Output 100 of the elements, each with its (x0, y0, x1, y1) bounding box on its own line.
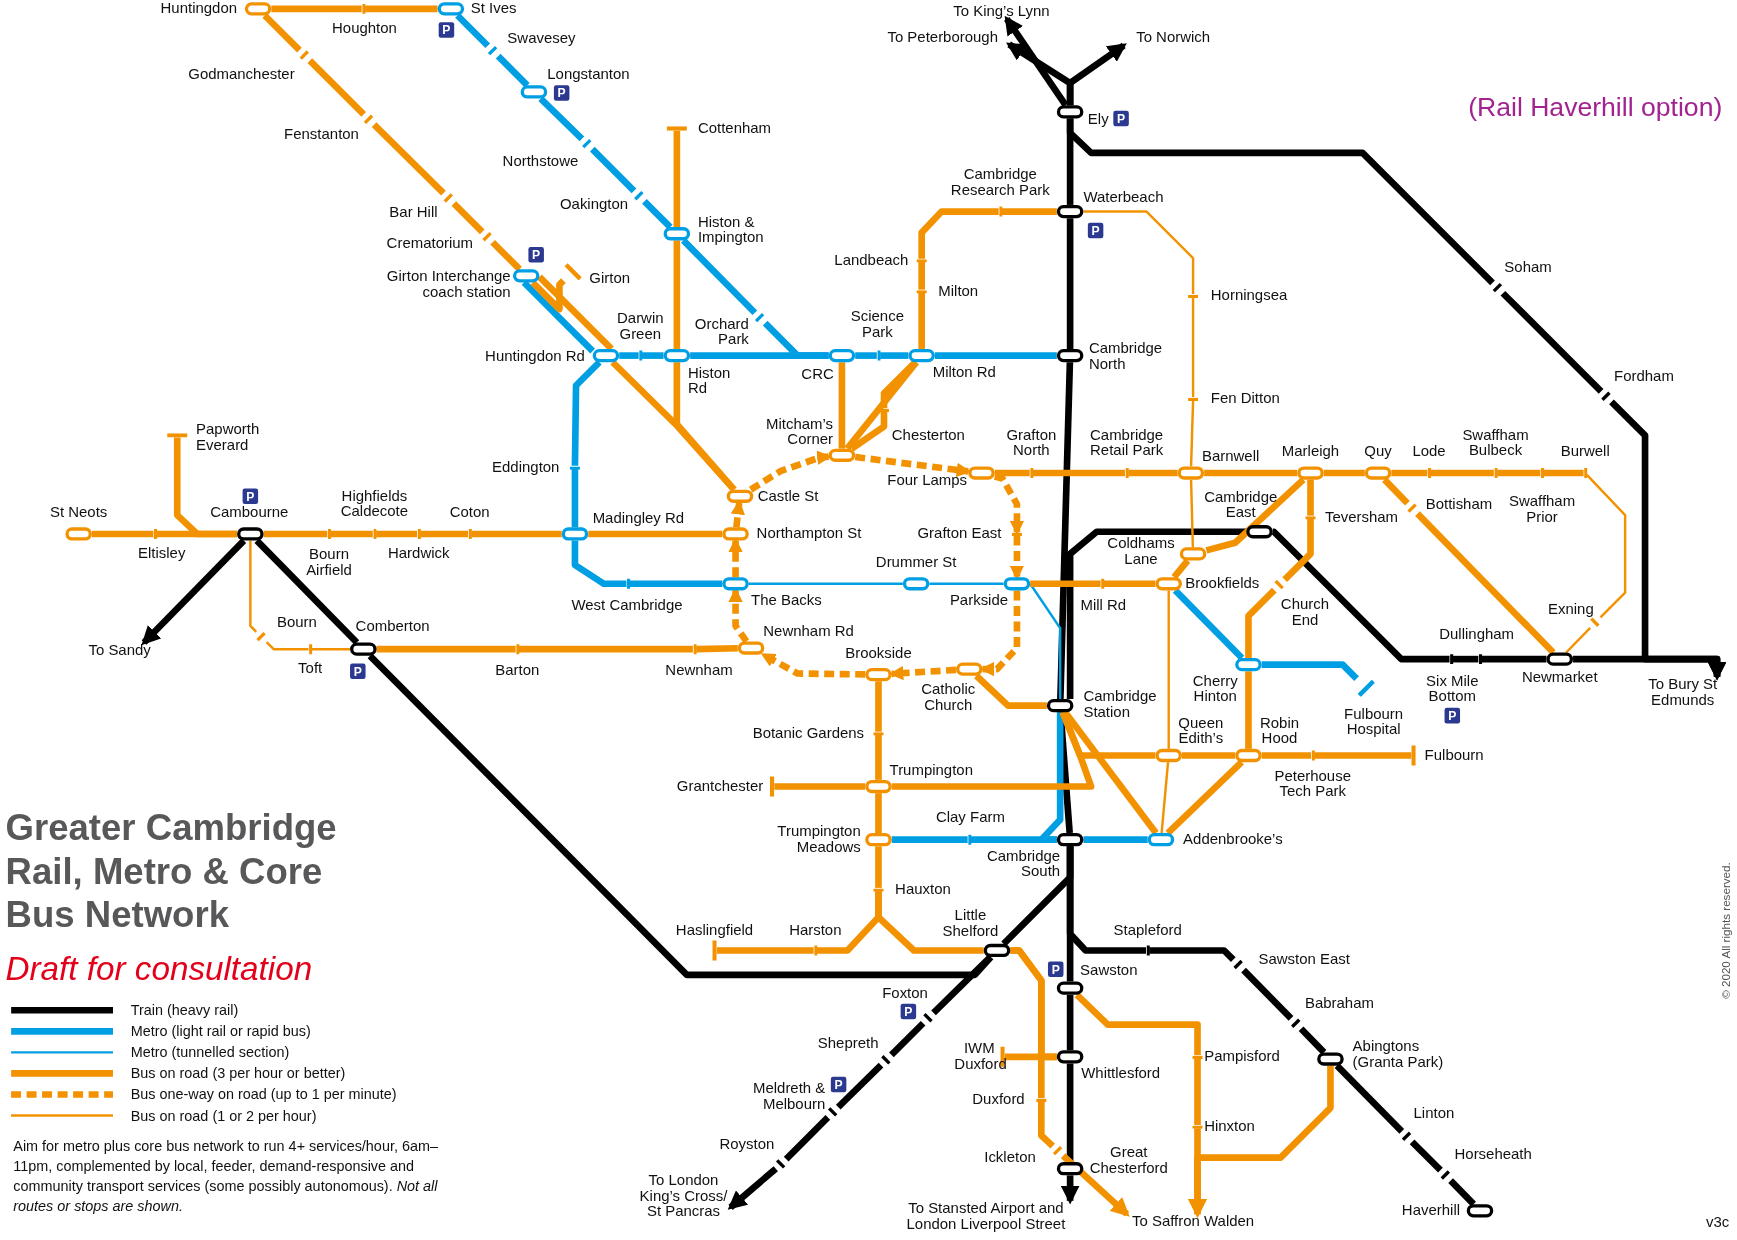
station-name: Sawston East (1258, 951, 1350, 968)
station-name: Clay Farm (935, 809, 1005, 826)
stop-tick (1233, 959, 1244, 971)
station-name: Ickleton (984, 1149, 1036, 1166)
station-marker (968, 466, 995, 480)
metro-line (642, 198, 673, 230)
bus-route-line (1171, 558, 1191, 580)
destination-label: To London King’s Cross/ St Pancras (636, 1172, 731, 1220)
station-name: Coldhams Lane (1106, 536, 1176, 568)
metro-line (1083, 836, 1148, 844)
station-name: Madingley Rd (592, 510, 685, 527)
bus-route-line (849, 411, 888, 452)
bus-route-line (1160, 762, 1170, 834)
stop-tick (482, 231, 493, 243)
stop-tick (1100, 577, 1104, 591)
station-marker (1235, 658, 1262, 672)
draft-note: Draft for consultation (5, 950, 313, 989)
bus-route-line (371, 122, 446, 196)
stop-tick (327, 527, 331, 541)
bus-route-line (265, 641, 309, 651)
metro-line (619, 352, 639, 359)
station-name: Comberton (355, 619, 430, 635)
parking-sign: P (350, 663, 366, 680)
terminus-bar (563, 262, 582, 281)
destination-label: To Norwich (1123, 29, 1223, 46)
station-marker (1235, 748, 1262, 763)
station-name: Histon Rd (687, 365, 732, 397)
stop-tick (361, 2, 365, 16)
stop-tick (308, 642, 312, 656)
rail-line (1241, 967, 1294, 1021)
station-name: Trumpington (889, 763, 973, 779)
station-marker (237, 527, 264, 541)
station-name: Huntingdon Rd (485, 348, 585, 365)
station-name: Catholic Church (920, 682, 977, 714)
station-name: Newnham (665, 662, 733, 679)
parking-sign: P (1113, 110, 1129, 127)
destination-label: To Peterborough (876, 29, 1010, 46)
bus-route-line (1191, 297, 1195, 398)
rail-line-arrow (1004, 15, 1069, 108)
station-marker (1155, 748, 1182, 763)
bus-route-line (1010, 947, 1045, 1099)
bus-route-line (974, 673, 1047, 709)
parking-sign: P (553, 85, 570, 101)
stop-tick (1440, 1170, 1451, 1181)
bus-route-line-arrow (1188, 1065, 1334, 1218)
station-marker (1056, 105, 1084, 119)
metro-line (690, 352, 829, 359)
bus-route-line (588, 530, 723, 538)
stop-tick (754, 312, 766, 324)
bus-route-line (1182, 752, 1236, 759)
station-name: Cambridge Research Park (949, 167, 1051, 199)
rail-line (1334, 1063, 1405, 1134)
stop-tick (692, 642, 697, 656)
terminus-bar (769, 774, 775, 799)
station-name: Girton Interchange coach station (385, 269, 511, 301)
metro-line (934, 352, 1057, 359)
station-name: Girton (589, 271, 631, 287)
station-name: Houghton (332, 20, 397, 37)
stop-tick (1124, 466, 1129, 480)
parking-sign: P (1047, 961, 1064, 978)
rail-line (783, 1115, 831, 1162)
station-name: Burwell (1560, 444, 1610, 460)
bus-route-line (1245, 671, 1252, 749)
stop-tick (915, 289, 929, 293)
station-marker (512, 269, 540, 283)
station-name: St Neots (49, 505, 108, 521)
destination-label: To Stansted Airport and London Liverpool Street (891, 1200, 1081, 1233)
station-name: Haslingfield (675, 922, 754, 939)
bus-route-line (774, 783, 866, 790)
station-marker (437, 2, 465, 16)
station-marker (663, 227, 691, 241)
station-name: Coton (449, 505, 490, 521)
station-name: Landbeach (834, 252, 909, 269)
stop-tick (372, 527, 377, 541)
stop-tick (1311, 748, 1315, 763)
bus-route-line (1314, 752, 1412, 759)
station-marker (1056, 981, 1084, 995)
station-name: Cambourne (210, 505, 289, 521)
station-name: Pampisford (1204, 1048, 1280, 1065)
station-marker (1056, 833, 1084, 847)
stop-tick (1583, 466, 1587, 480)
station-marker (1056, 204, 1084, 219)
bus-route-line (1261, 752, 1312, 759)
bus-route-line (307, 58, 367, 117)
station-name: Swavesey (507, 30, 576, 47)
station-marker (983, 943, 1011, 958)
stop-tick (876, 348, 881, 363)
station-name: Linton (1413, 1105, 1455, 1122)
station-name: Trumpington Meadows (776, 824, 861, 856)
station-name: Stapleford (1113, 922, 1182, 939)
stop-tick (638, 348, 642, 363)
stop-tick (1190, 1124, 1205, 1129)
station-name: Castle St (757, 488, 819, 505)
station-name: Darwin Green (616, 311, 665, 343)
station-name: Fordham (1614, 368, 1674, 385)
station-name: Eltisley (138, 546, 186, 562)
station-name: Hardwick (388, 546, 450, 562)
station-marker (1546, 652, 1574, 666)
station-name: Barton (495, 662, 540, 679)
bus-route-line (1074, 992, 1201, 1056)
